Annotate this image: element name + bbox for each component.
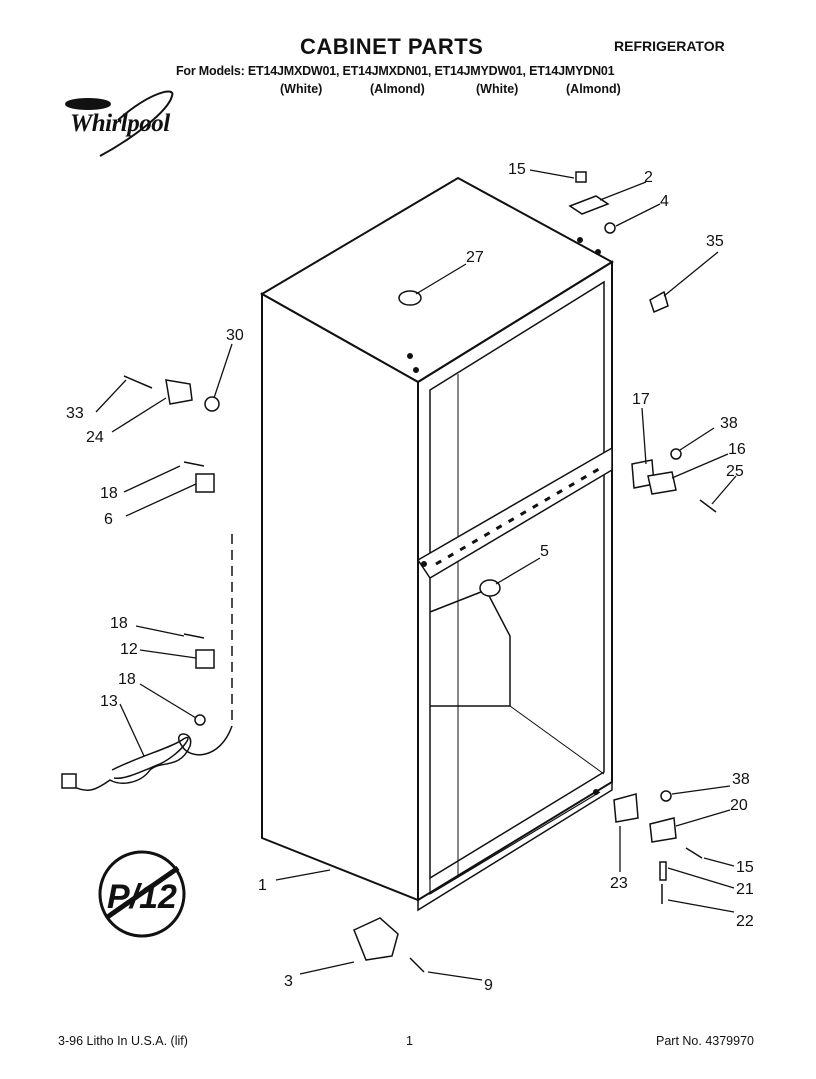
callout-2: 2 — [644, 169, 653, 186]
model-color-3: (White) — [476, 82, 519, 96]
callout-3: 3 — [284, 973, 293, 990]
callout-6: 6 — [104, 511, 113, 528]
callout-1: 1 — [258, 877, 267, 894]
callout-38-top: 38 — [720, 415, 738, 432]
callout-35: 35 — [706, 233, 724, 250]
power-cord — [61, 534, 233, 792]
callout-16: 16 — [728, 441, 746, 458]
callout-25: 25 — [726, 463, 744, 480]
callout-17: 17 — [632, 391, 650, 408]
callout-27: 27 — [466, 249, 484, 266]
badge-label: P/12 — [107, 878, 177, 916]
leader-lines — [95, 169, 737, 981]
brand-name: Whirlpool — [70, 110, 170, 137]
hardware-parts — [123, 171, 717, 973]
callout-23: 23 — [610, 875, 628, 892]
callout-numbers: 15 2 4 27 35 30 33 24 17 38 16 25 18 6 5… — [66, 161, 754, 994]
p12-badge: P/12 — [98, 850, 186, 938]
page-title: CABINET PARTS — [300, 34, 484, 59]
callout-4: 4 — [660, 193, 669, 210]
appliance-category: REFRIGERATOR — [614, 38, 725, 54]
callout-12: 12 — [120, 641, 138, 658]
callout-15-top: 15 — [508, 161, 526, 178]
page-number: 1 — [406, 1034, 413, 1048]
whirlpool-logo — [65, 90, 174, 157]
callout-30: 30 — [226, 327, 244, 344]
callout-18-a: 18 — [100, 485, 118, 502]
callout-18-c: 18 — [118, 671, 136, 688]
part-number: Part No. 4379970 — [656, 1034, 754, 1048]
model-color-4: (Almond) — [566, 82, 621, 96]
callout-15-bottom: 15 — [736, 859, 754, 876]
refrigerator-cabinet — [260, 176, 614, 912]
callout-13: 13 — [100, 693, 118, 710]
model-color-2: (Almond) — [370, 82, 425, 96]
model-color-1: (White) — [280, 82, 323, 96]
callout-21: 21 — [736, 881, 754, 898]
callout-24: 24 — [86, 429, 104, 446]
callout-9: 9 — [484, 977, 493, 994]
footer-print-info: 3-96 Litho In U.S.A. (lif) — [58, 1034, 188, 1048]
callout-18-b: 18 — [110, 615, 128, 632]
callout-33: 33 — [66, 405, 84, 422]
model-list: For Models: ET14JMXDW01, ET14JMXDN01, ET… — [176, 64, 615, 78]
callout-38-bottom: 38 — [732, 771, 750, 788]
callout-20: 20 — [730, 797, 748, 814]
callout-5: 5 — [540, 543, 549, 560]
callout-22: 22 — [736, 913, 754, 930]
